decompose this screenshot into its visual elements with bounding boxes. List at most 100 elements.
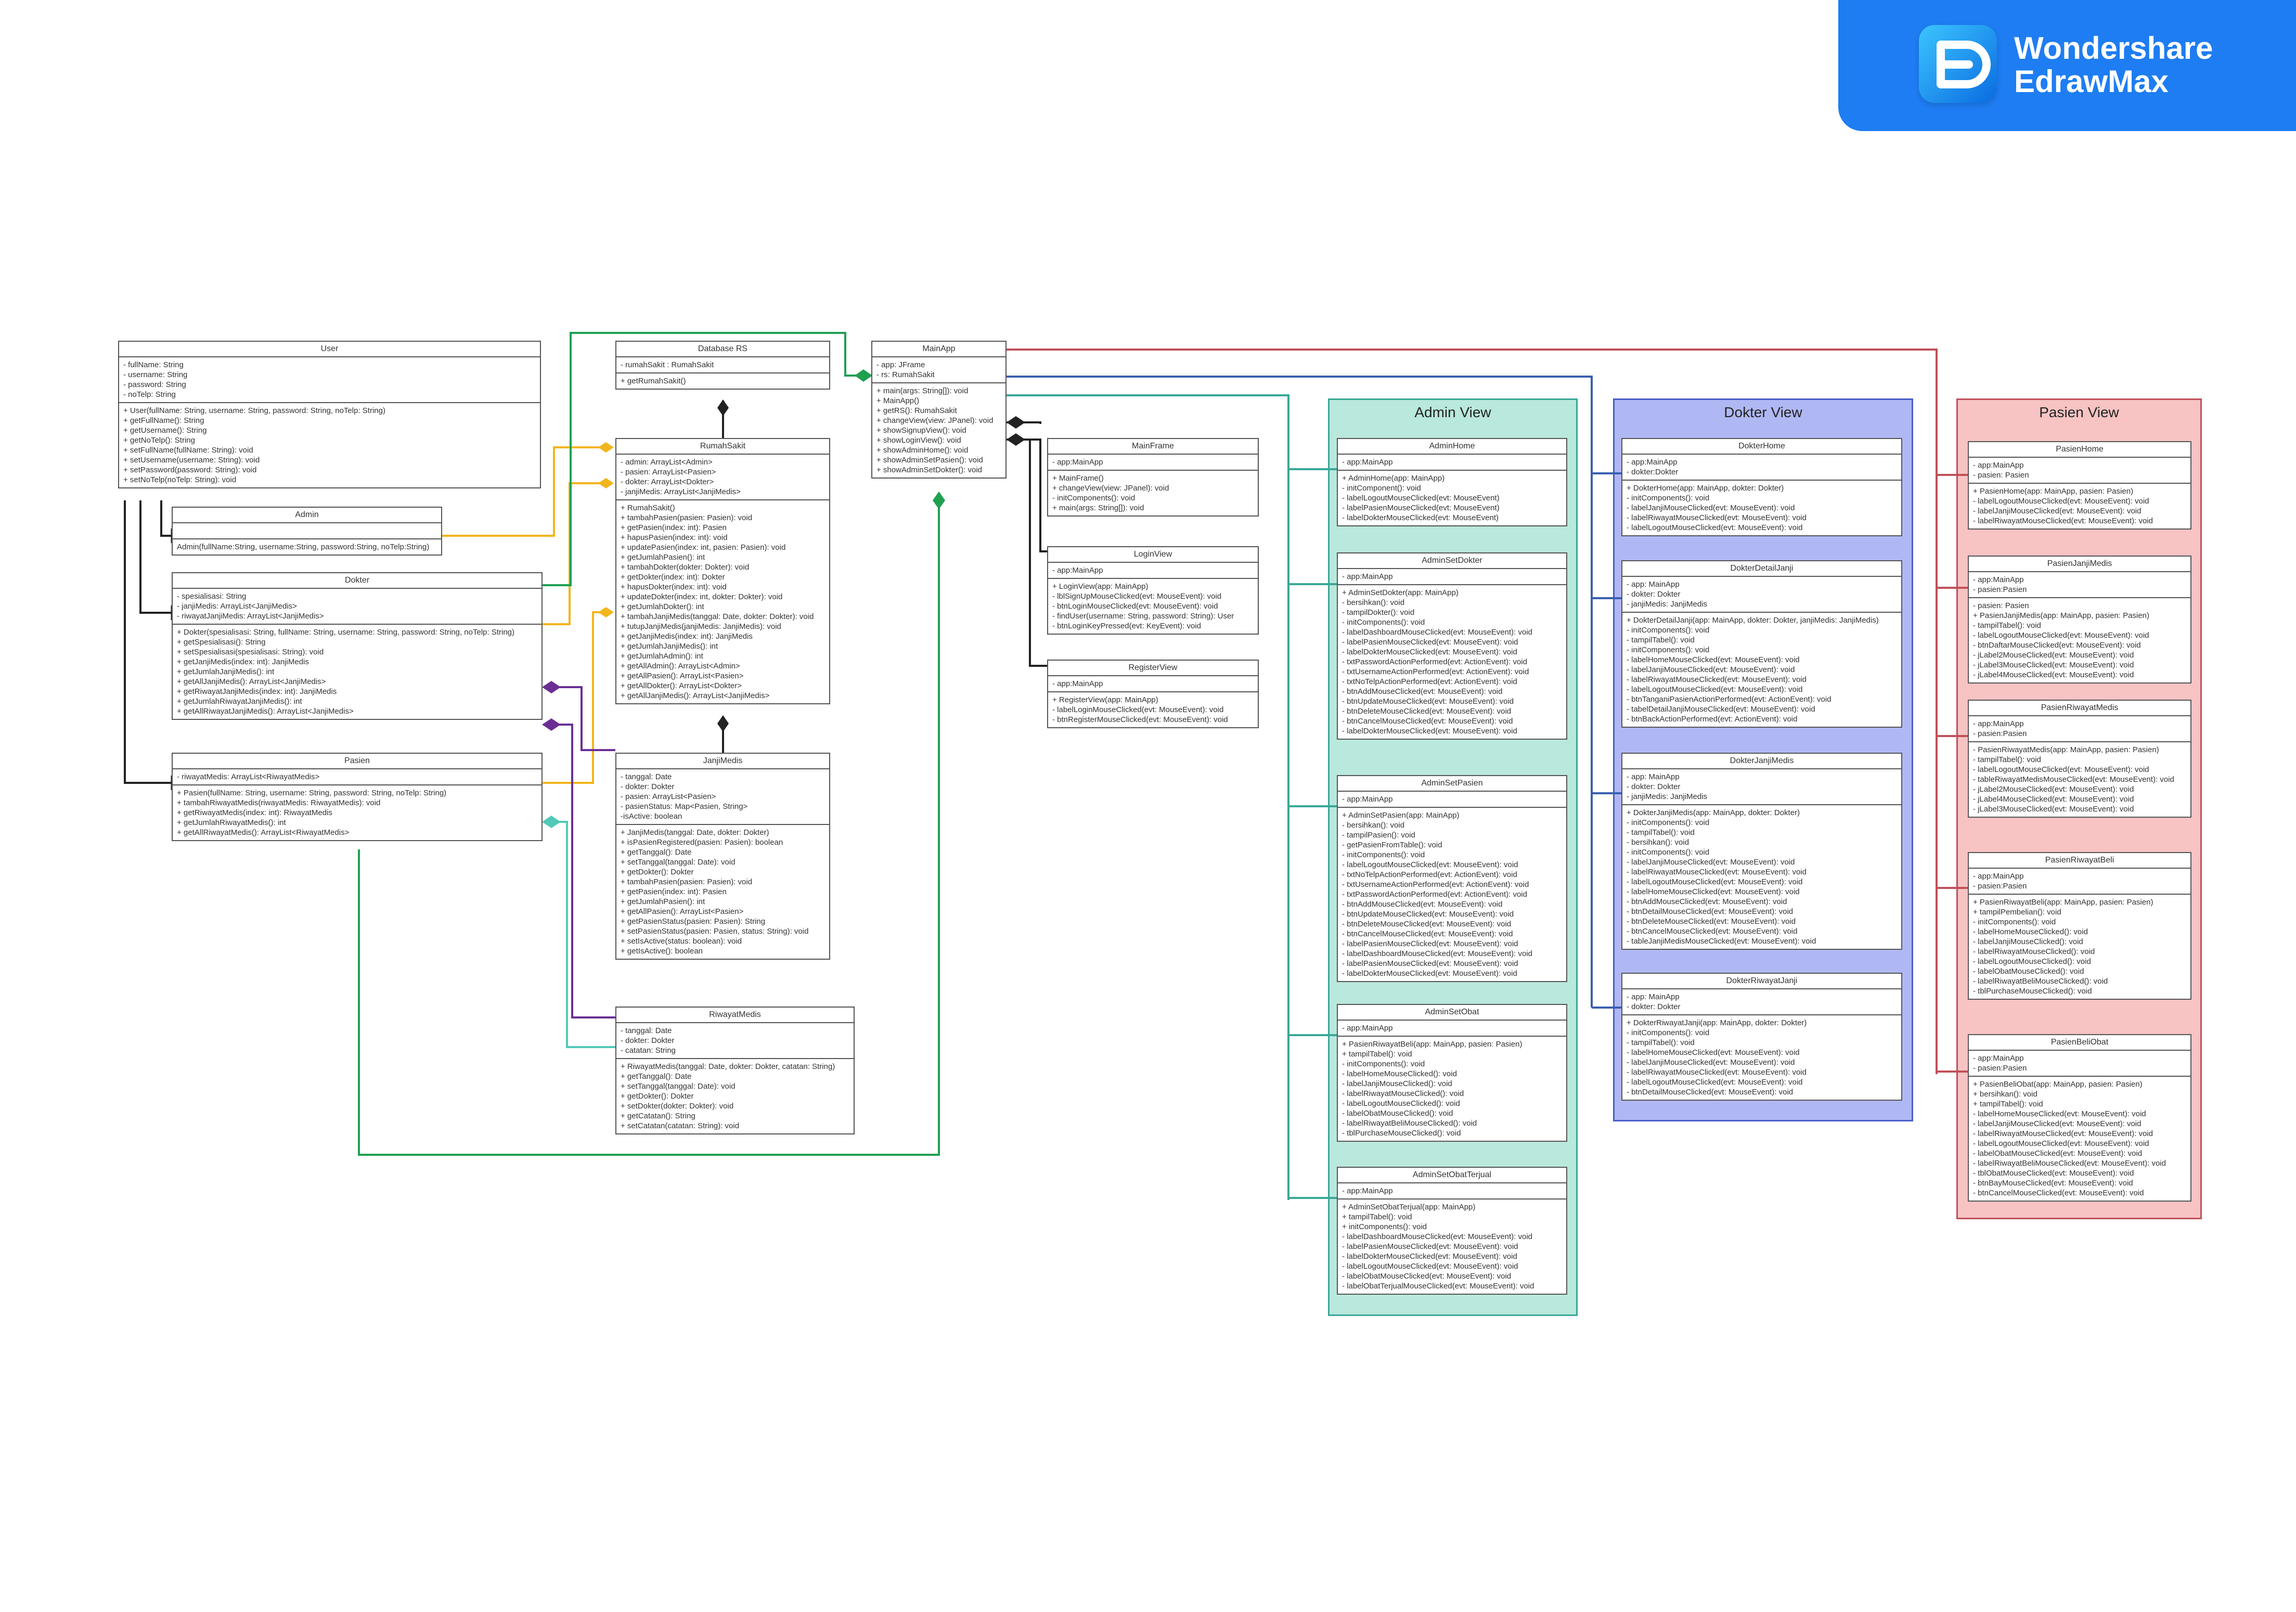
class-method: - btnCancelMouseClicked(evt: MouseEvent)… xyxy=(1973,1189,2144,1197)
class-methods: + DokterDetailJanji(app: MainApp, dokter… xyxy=(1622,613,1901,727)
class-method: - tableRiwayatMedisMouseClicked(evt: Mou… xyxy=(1973,775,2174,784)
class-method: + JanjiMedis(tanggal: Date, dokter: Dokt… xyxy=(621,828,769,837)
class-method: - btnTanganiPasienActionPerformed(evt: A… xyxy=(1627,695,1831,704)
class-method: + DokterDetailJanji(app: MainApp, dokter… xyxy=(1627,616,1879,625)
composition-line-mainapp-loginview xyxy=(1007,439,1047,552)
class-method: - btnCancelMouseClicked(evt: MouseEvent)… xyxy=(1342,930,1513,938)
class-method: - btnDeleteMouseClicked(evt: MouseEvent)… xyxy=(1342,920,1512,928)
class-method: - labelLogoutMouseClicked(evt: MouseEven… xyxy=(1342,860,1518,869)
class-attributes: - app:MainApp- pasien:Pasien xyxy=(1969,1051,2190,1077)
class-method: - labelLogoutMouseClicked(evt: MouseEven… xyxy=(1973,765,2149,774)
class-method: + tambahPasien(pasien: Pasien): void xyxy=(621,513,753,522)
class-method: + PasienHome(app: MainApp, pasien: Pasie… xyxy=(1973,487,2134,496)
class-attributes: - app:MainApp- pasien:Pasien xyxy=(1969,869,2190,895)
class-method: - btnAddMouseClicked(evt: MouseEvent): v… xyxy=(1342,687,1503,696)
class-method: - labelPasienMouseClicked(evt: MouseEven… xyxy=(1342,939,1518,948)
class-name: PasienHome xyxy=(1969,442,2190,458)
class-method: Admin(fullName:String, username:String, … xyxy=(177,543,430,551)
class-method: - txtNoTelpActionPerformed(evt: ActionEv… xyxy=(1342,870,1517,879)
class-methods: + RegisterView(app: MainApp)- labelLogin… xyxy=(1048,692,1258,727)
class-attributes: - app:MainApp- dokter:Dokter xyxy=(1622,455,1901,481)
class-methods: + PasienHome(app: MainApp, pasien: Pasie… xyxy=(1969,484,2190,528)
class-method: + tambahDokter(dokter: Dokter): void xyxy=(621,563,750,572)
class-attributes: - app:MainApp xyxy=(1048,676,1258,692)
composition-diamond-pasien-riwayat xyxy=(542,816,561,828)
class-method: - btnDetailMouseClicked(evt: MouseEvent)… xyxy=(1627,1088,1794,1097)
composition-lines-purple xyxy=(544,686,615,1018)
class-method: + isPasienRegistered(pasien: Pasien): bo… xyxy=(621,838,783,847)
class-method: - labelObatMouseClicked(): void xyxy=(1342,1109,1453,1118)
class-method: - labelHomeMouseClicked(): void xyxy=(1342,1069,1457,1078)
aggregation-diamonds xyxy=(598,442,614,617)
class-attribute: - riwayatJanjiMedis: ArrayList<JanjiMedi… xyxy=(177,612,324,621)
class-attributes: - admin: ArrayList<Admin>- pasien: Array… xyxy=(616,455,829,500)
class-method: - labelLogoutMouseClicked(evt: MouseEven… xyxy=(1627,1078,1803,1087)
class-method: + PasienBeliObat(app: MainApp, pasien: P… xyxy=(1973,1080,2143,1089)
class-method: + getJumlahJanjiMedis(): int xyxy=(621,642,718,651)
class-method: + User(fullName: String, username: Strin… xyxy=(123,406,385,415)
class-attribute: - janjiMedis: JanjiMedis xyxy=(1627,600,1708,609)
class-method: + getNoTelp(): String xyxy=(123,436,195,445)
class-method: + hapusPasien(index: int): void xyxy=(621,533,728,542)
class-pasien-beli-obat: PasienBeliObat- app:MainApp- pasien:Pasi… xyxy=(1968,1034,2191,1202)
class-method: + getTanggal(): Date xyxy=(621,848,692,857)
class-name: DokterRiwayatJanji xyxy=(1622,974,1901,989)
class-method: - labelHomeMouseClicked(evt: MouseEvent)… xyxy=(1627,1048,1800,1057)
composition-diamond-database xyxy=(717,399,729,416)
class-method: - labelDokterMouseClicked(evt: MouseEven… xyxy=(1342,969,1517,978)
class-method: - labelObatMouseClicked(): void xyxy=(1973,967,2084,976)
class-attribute: - app:MainApp xyxy=(1052,566,1103,575)
class-methods: - pasien: Pasien+ PasienJanjiMedis(app: … xyxy=(1969,598,2190,682)
class-method: + getJumlahRiwayatMedis(): int xyxy=(177,818,286,827)
composition-line-dokter-riwayat xyxy=(544,724,615,1018)
class-method: - tampilTabel(): void xyxy=(1627,1038,1695,1047)
class-attributes: - spesialisasi: String- janjiMedis: Arra… xyxy=(173,589,541,625)
class-name: PasienRiwayatMedis xyxy=(1969,701,2190,716)
class-method: - labelLogoutMouseClicked(): void xyxy=(1973,957,2091,966)
class-attribute: - pasien:Pasien xyxy=(1973,882,2027,891)
class-method: - txtUsernameActionPerformed(evt: Action… xyxy=(1342,667,1529,676)
class-method: - labelJanjiMouseClicked(): void xyxy=(1342,1079,1452,1088)
package-dokter-view-title: Dokter View xyxy=(1724,404,1802,420)
class-method: - initComponent(): void xyxy=(1342,484,1421,493)
class-methods: + PasienRiwayatBeli(app: MainApp, pasien… xyxy=(1338,1037,1566,1141)
class-method: - labelLogoutMouseClicked(evt: MouseEven… xyxy=(1973,1139,2149,1148)
class-main-app: MainApp- app: JFrame- rs: RumahSakit+ ma… xyxy=(871,341,1007,479)
class-attribute: - app:MainApp xyxy=(1973,719,2024,728)
class-attribute: - dokter: Dokter xyxy=(621,1036,675,1045)
class-method: + getJumlahAdmin(): int xyxy=(621,652,703,661)
class-method: - btnAddMouseClicked(evt: MouseEvent): v… xyxy=(1342,900,1503,909)
class-name: MainFrame xyxy=(1048,439,1258,455)
class-admin-home: AdminHome- app:MainApp+ AdminHome(app: M… xyxy=(1337,438,1567,526)
class-attribute: - app:MainApp xyxy=(1342,572,1393,581)
class-methods: + main(args: String[]): void+ MainApp()+… xyxy=(872,383,1005,478)
class-method: - labelRiwayatBeliMouseClicked(): void xyxy=(1342,1119,1477,1128)
class-attribute: - pasien:Pasien xyxy=(1973,1064,2027,1073)
class-method: + getUsername(): String xyxy=(123,426,207,435)
class-method: - bersihkan(): void xyxy=(1627,838,1689,847)
inheritance-line-dokter xyxy=(139,500,172,614)
class-method: + getTanggal(): Date xyxy=(621,1072,692,1081)
class-method: - btnAddMouseClicked(evt: MouseEvent): v… xyxy=(1627,897,1787,906)
inheritance-lines xyxy=(124,500,172,784)
class-method: - tblPurchaseMouseClicked(): void xyxy=(1973,987,2092,996)
class-method: - btnUpdateMouseClicked(evt: MouseEvent)… xyxy=(1342,910,1514,919)
class-dokter-riwayat-janji: DokterRiwayatJanji- app: MainApp- dokter… xyxy=(1621,973,1902,1101)
class-attributes: - app:MainApp- pasien:Pasien xyxy=(1969,572,2190,598)
class-attributes: - app: MainApp- dokter: Dokter xyxy=(1622,989,1901,1015)
class-method: + getJumlahRiwayatJanjiMedis(): int xyxy=(177,697,302,706)
class-method: + getJumlahPasien(): int xyxy=(621,553,705,562)
class-method: + setTanggal(tanggal: Date): void xyxy=(621,858,736,867)
class-method: + setPasienStatus(pasien: Pasien, status… xyxy=(621,927,809,936)
class-method: + getJanjiMedis(index: int): JanjiMedis xyxy=(177,657,309,666)
class-methods: + RumahSakit()+ tambahPasien(pasien: Pas… xyxy=(616,500,829,703)
edrawmax-logo-icon xyxy=(1919,25,1997,103)
class-method: + getAllPasien(): ArrayList<Pasien> xyxy=(621,907,744,916)
class-name: Dokter xyxy=(173,573,541,589)
class-method: - labelRiwayatMouseClicked(evt: MouseEve… xyxy=(1973,1129,2153,1138)
class-method: - jLabel4MouseClicked(evt: MouseEvent): … xyxy=(1973,795,2134,804)
class-method: - initComponents(): void xyxy=(1342,1060,1425,1068)
class-attribute: - app: JFrame xyxy=(876,360,925,369)
class-method: + getDokter(index: int): Dokter xyxy=(621,573,725,582)
